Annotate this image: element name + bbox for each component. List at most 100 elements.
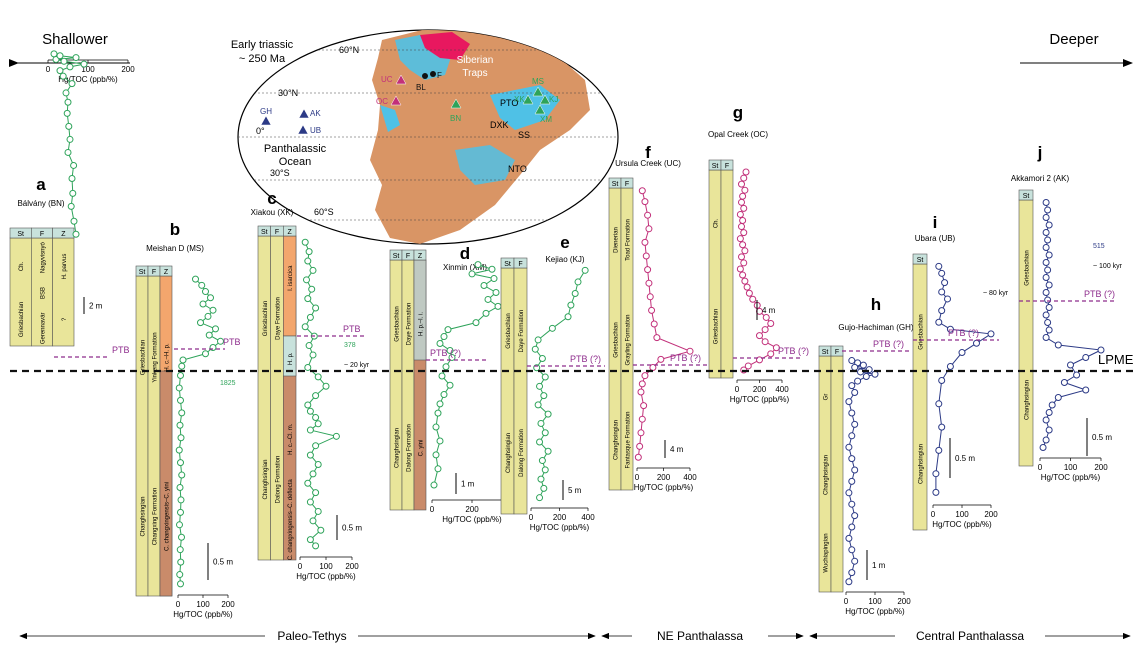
data-point <box>205 331 213 339</box>
column-label: Griesbachian <box>1025 250 1031 285</box>
data-point <box>176 521 183 529</box>
data-point <box>1042 311 1050 319</box>
column-section <box>912 263 928 531</box>
data-point <box>538 457 546 465</box>
column-section <box>257 235 271 561</box>
data-point <box>72 230 80 238</box>
column-header-f: F <box>625 181 629 188</box>
column-label: Dalong Formation <box>407 424 413 472</box>
data-point <box>202 288 209 296</box>
data-point <box>642 252 650 260</box>
x-tick-label: 100 <box>196 600 210 609</box>
lpme-label: LPME <box>1098 352 1134 367</box>
x-tick-label: 0 <box>298 562 303 571</box>
lat-60s: 60°S <box>314 207 334 217</box>
panel-site-name: Meishan D (MS) <box>146 244 204 253</box>
data-point <box>646 293 654 301</box>
data-point <box>64 98 72 106</box>
data-point <box>1067 361 1074 369</box>
data-point <box>567 301 575 309</box>
scale-bar-label: 0.5 m <box>342 524 362 533</box>
data-point <box>571 290 579 298</box>
data-point <box>935 446 943 454</box>
data-point <box>80 60 88 68</box>
x-tick-label: 200 <box>345 562 359 571</box>
data-point <box>1042 274 1050 281</box>
column-header-st: St <box>917 257 924 264</box>
data-point <box>536 494 544 502</box>
data-point <box>638 187 646 195</box>
data-point <box>309 517 317 525</box>
column-header-z: Z <box>418 253 423 260</box>
data-point <box>176 571 184 579</box>
column-label: Griesbachian <box>263 301 269 336</box>
data-point <box>534 336 542 344</box>
nto-label: NTO <box>508 164 527 174</box>
data-point <box>202 350 209 358</box>
data-point <box>767 320 775 328</box>
data-point <box>946 363 954 371</box>
data-point <box>312 489 320 497</box>
data-point <box>444 326 452 334</box>
data-point <box>492 288 500 296</box>
data-point <box>322 382 330 390</box>
data-point <box>744 362 752 370</box>
data-point <box>650 320 658 328</box>
data-point <box>574 278 582 286</box>
data-point <box>540 484 548 492</box>
panel-site-name: Xinmin (XM) <box>443 263 487 272</box>
x-axis-label: Hg/TOC (ppb/%) <box>932 520 992 529</box>
data-point <box>640 402 648 410</box>
annotation: 1825 <box>220 380 236 387</box>
data-point <box>72 54 80 62</box>
data-point <box>938 423 946 431</box>
data-point <box>1042 416 1050 424</box>
data-point <box>66 63 74 71</box>
data-point <box>739 217 747 224</box>
shallower-label: Shallower <box>42 31 108 48</box>
data-point <box>638 380 646 388</box>
data-point <box>946 325 954 333</box>
series-line <box>739 171 778 371</box>
data-point <box>177 396 184 404</box>
column-header-cell <box>283 225 297 237</box>
data-point <box>851 363 859 371</box>
data-point <box>745 289 753 297</box>
data-point <box>480 282 488 290</box>
panel-site-name: Opal Creek (OC) <box>708 130 768 139</box>
data-point <box>1042 229 1050 236</box>
data-point <box>305 342 313 350</box>
column-label: Changhsingian <box>1025 380 1031 420</box>
x-tick-label: 0 <box>430 505 435 514</box>
data-point <box>312 442 320 450</box>
data-point <box>1042 334 1050 341</box>
x-axis-label: Hg/TOC (ppb/%) <box>173 610 233 619</box>
data-point <box>767 350 775 358</box>
data-point <box>1042 214 1050 221</box>
data-point <box>60 57 68 65</box>
column-header-cell <box>1018 189 1034 201</box>
column-label: Fantasque Formation <box>626 411 632 468</box>
column-label: H. p. <box>288 352 294 365</box>
data-point <box>488 265 496 273</box>
column-label: C. changxingensis–C. deflecta <box>288 479 294 561</box>
x-axis-label: Hg/TOC (ppb/%) <box>530 523 590 532</box>
site-label-ub: UB <box>310 126 321 135</box>
data-point <box>741 247 749 255</box>
data-point <box>446 381 454 389</box>
column-label: Griesbachian <box>506 313 512 348</box>
data-point <box>309 351 317 359</box>
dxk-label: DXK <box>490 120 509 130</box>
ss-label: SS <box>518 130 530 140</box>
data-point <box>644 211 652 219</box>
column-header-st: St <box>139 269 146 276</box>
data-point <box>848 409 856 417</box>
data-point <box>932 488 940 496</box>
scale-bar-label: 1 m <box>461 480 475 489</box>
data-point <box>301 238 309 246</box>
data-point <box>743 283 751 291</box>
data-point <box>871 370 879 378</box>
ocean-label-2: Ocean <box>279 156 311 168</box>
